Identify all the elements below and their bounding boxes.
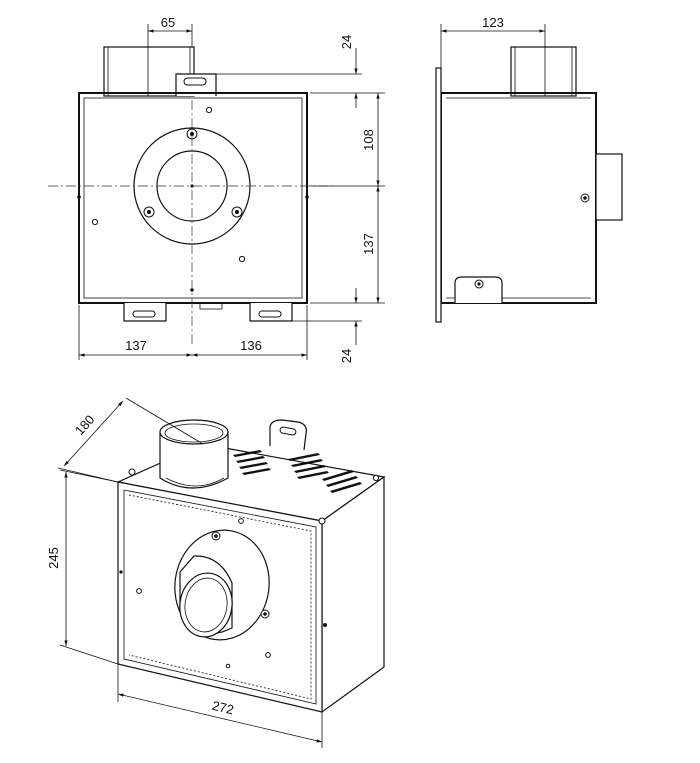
dim-label-180: 180	[72, 412, 98, 438]
iso-top-bracket	[269, 419, 307, 451]
side-housing	[440, 92, 597, 304]
dim-label-108: 108	[361, 129, 376, 151]
dim-label-272: 272	[211, 698, 236, 717]
isometric-view: 180 245 272	[46, 397, 386, 748]
dim-label-137-right: 137	[361, 233, 376, 255]
dim-label-24-bottom: 24	[339, 349, 354, 363]
side-top-outlet	[510, 46, 577, 97]
dim-label-136-bottom: 136	[240, 338, 262, 353]
iso-top-outlet	[159, 419, 229, 489]
dim-label-65: 65	[161, 15, 175, 30]
front-view	[48, 46, 332, 345]
side-flange	[435, 67, 442, 323]
iso-front-inlet	[174, 529, 270, 641]
front-housing	[78, 92, 308, 304]
dim-label-24-top: 24	[339, 35, 354, 49]
front-dimensions: 65 24 108 137 24 137 136	[78, 15, 385, 363]
side-view: 123	[435, 15, 623, 323]
dim-label-245: 245	[46, 547, 61, 569]
side-bottom-bracket	[454, 276, 503, 303]
dim-label-123: 123	[482, 15, 504, 30]
iso-top-vents	[233, 450, 362, 493]
dim-label-137-bottom: 137	[125, 338, 147, 353]
side-right-box	[595, 153, 623, 221]
